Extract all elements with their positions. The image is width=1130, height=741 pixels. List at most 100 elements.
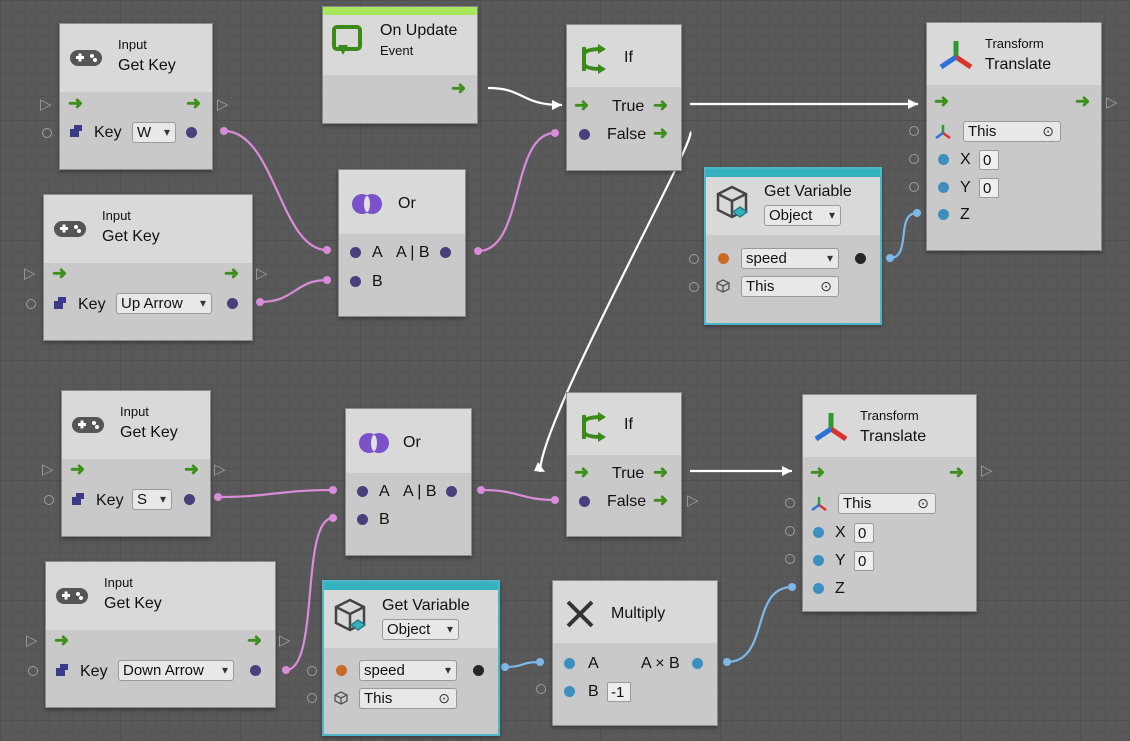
get-variable-node-bottom[interactable]: Get Variable Object speed This — [322, 580, 500, 736]
true-out-arrow-icon[interactable]: ➜ — [653, 462, 669, 482]
value-input-ring[interactable] — [785, 554, 795, 564]
value-input-ring[interactable] — [689, 254, 699, 264]
y-input-port[interactable] — [938, 182, 949, 193]
x-value-field[interactable]: 0 — [854, 523, 874, 543]
value-input-ring[interactable] — [307, 666, 317, 676]
target-object-field[interactable]: This — [838, 493, 936, 514]
false-out-arrow-icon[interactable]: ➜ — [653, 490, 669, 510]
output-port[interactable] — [446, 486, 457, 497]
get-key-node-down-arrow[interactable]: Input Get Key ➜ ➜ Key Down Arrow — [45, 561, 276, 708]
false-out-arrow-icon[interactable]: ➜ — [653, 123, 669, 143]
variable-name-field[interactable]: speed — [359, 660, 457, 681]
y-value-field[interactable]: 0 — [979, 178, 999, 198]
get-key-node-w[interactable]: Input Get Key ➜ ➜ Key W — [59, 23, 213, 170]
input-port-b[interactable] — [350, 276, 361, 287]
flow-out-arrow-icon[interactable]: ➜ — [184, 459, 200, 479]
variable-kind-dropdown[interactable]: Object — [764, 205, 841, 226]
output-port[interactable] — [184, 494, 195, 505]
output-port[interactable] — [227, 298, 238, 309]
get-variable-node-top[interactable]: Get Variable Object speed This — [704, 167, 882, 325]
b-value-field[interactable]: -1 — [607, 682, 631, 702]
target-object-field[interactable]: This — [963, 121, 1061, 142]
flow-input-triangle-icon[interactable]: ▷ — [40, 96, 52, 113]
value-input-ring[interactable] — [28, 666, 38, 676]
variable-kind-dropdown[interactable]: Object — [382, 619, 459, 640]
key-dropdown[interactable]: W — [132, 122, 176, 143]
if-node-bottom[interactable]: If ➜ True ➜ False ➜ — [566, 392, 682, 537]
flow-in-arrow-icon[interactable]: ➜ — [54, 630, 70, 650]
y-input-port[interactable] — [813, 555, 824, 566]
if-node-top[interactable]: If ➜ True ➜ False ➜ — [566, 24, 682, 171]
condition-input-port[interactable] — [579, 129, 590, 140]
flow-output-triangle-icon[interactable]: ▷ — [217, 96, 229, 113]
value-input-ring[interactable] — [909, 126, 919, 136]
flow-out-arrow-icon[interactable]: ➜ — [1075, 91, 1091, 111]
z-input-port[interactable] — [938, 209, 949, 220]
x-value-field[interactable]: 0 — [979, 150, 999, 170]
flow-in-arrow-icon[interactable]: ➜ — [68, 93, 84, 113]
transform-translate-node-top[interactable]: Transform Translate ➜ ➜ This X 0 Y 0 Z — [926, 22, 1102, 251]
output-port[interactable] — [692, 658, 703, 669]
x-input-port[interactable] — [938, 154, 949, 165]
true-out-arrow-icon[interactable]: ➜ — [653, 95, 669, 115]
value-input-ring[interactable] — [909, 154, 919, 164]
flow-in-arrow-icon[interactable]: ➜ — [70, 459, 86, 479]
key-dropdown[interactable]: S — [132, 489, 172, 510]
value-input-ring[interactable] — [44, 495, 54, 505]
z-input-port[interactable] — [813, 583, 824, 594]
flow-out-arrow-icon[interactable]: ➜ — [247, 630, 263, 650]
get-key-node-up-arrow[interactable]: Input Get Key ➜ ➜ Key Up Arrow — [43, 194, 253, 341]
flow-in-arrow-icon[interactable]: ➜ — [52, 263, 68, 283]
flow-out-arrow-icon[interactable]: ➜ — [451, 78, 467, 98]
flow-output-triangle-icon[interactable]: ▷ — [214, 461, 226, 478]
on-update-event-node[interactable]: On Update Event ➜ — [322, 6, 478, 124]
input-port-b[interactable] — [564, 686, 575, 697]
flow-input-triangle-icon[interactable]: ▷ — [26, 632, 38, 649]
flow-out-arrow-icon[interactable]: ➜ — [186, 93, 202, 113]
flow-output-triangle-icon[interactable]: ▷ — [687, 492, 699, 509]
value-input-ring[interactable] — [536, 684, 546, 694]
input-port-a[interactable] — [357, 486, 368, 497]
flow-in-arrow-icon[interactable]: ➜ — [574, 462, 590, 482]
get-key-node-s[interactable]: Input Get Key ➜ ➜ Key S — [61, 390, 211, 537]
condition-input-port[interactable] — [579, 496, 590, 507]
flow-out-arrow-icon[interactable]: ➜ — [224, 263, 240, 283]
input-port-a[interactable] — [564, 658, 575, 669]
output-port[interactable] — [250, 665, 261, 676]
name-input-port[interactable] — [336, 665, 347, 676]
value-input-ring[interactable] — [26, 299, 36, 309]
flow-output-triangle-icon[interactable]: ▷ — [1106, 94, 1118, 111]
transform-translate-node-bottom[interactable]: Transform Translate ➜ ➜ This X 0 Y 0 Z — [802, 394, 977, 612]
y-value-field[interactable]: 0 — [854, 551, 874, 571]
flow-input-triangle-icon[interactable]: ▷ — [24, 265, 36, 282]
value-output-port[interactable] — [473, 665, 484, 676]
value-input-ring[interactable] — [785, 526, 795, 536]
value-input-ring[interactable] — [785, 498, 795, 508]
flow-in-arrow-icon[interactable]: ➜ — [810, 462, 826, 482]
or-node-bottom[interactable]: Or A A | B B — [345, 408, 472, 556]
flow-output-triangle-icon[interactable]: ▷ — [981, 462, 993, 479]
key-dropdown[interactable]: Up Arrow — [116, 293, 212, 314]
value-input-ring[interactable] — [909, 182, 919, 192]
output-port[interactable] — [440, 247, 451, 258]
value-input-ring[interactable] — [42, 128, 52, 138]
flow-output-triangle-icon[interactable]: ▷ — [256, 265, 268, 282]
input-port-b[interactable] — [357, 514, 368, 525]
value-input-ring[interactable] — [307, 693, 317, 703]
value-output-port[interactable] — [855, 253, 866, 264]
variable-name-field[interactable]: speed — [741, 248, 839, 269]
x-input-port[interactable] — [813, 527, 824, 538]
value-input-ring[interactable] — [689, 282, 699, 292]
input-port-a[interactable] — [350, 247, 361, 258]
target-object-field[interactable]: This — [741, 276, 839, 297]
target-object-field[interactable]: This — [359, 688, 457, 709]
flow-in-arrow-icon[interactable]: ➜ — [934, 91, 950, 111]
flow-out-arrow-icon[interactable]: ➜ — [949, 462, 965, 482]
flow-in-arrow-icon[interactable]: ➜ — [574, 95, 590, 115]
flow-output-triangle-icon[interactable]: ▷ — [279, 632, 291, 649]
multiply-node[interactable]: Multiply A A × B B -1 — [552, 580, 718, 726]
key-dropdown[interactable]: Down Arrow — [118, 660, 234, 681]
name-input-port[interactable] — [718, 253, 729, 264]
flow-input-triangle-icon[interactable]: ▷ — [42, 461, 54, 478]
output-port[interactable] — [186, 127, 197, 138]
